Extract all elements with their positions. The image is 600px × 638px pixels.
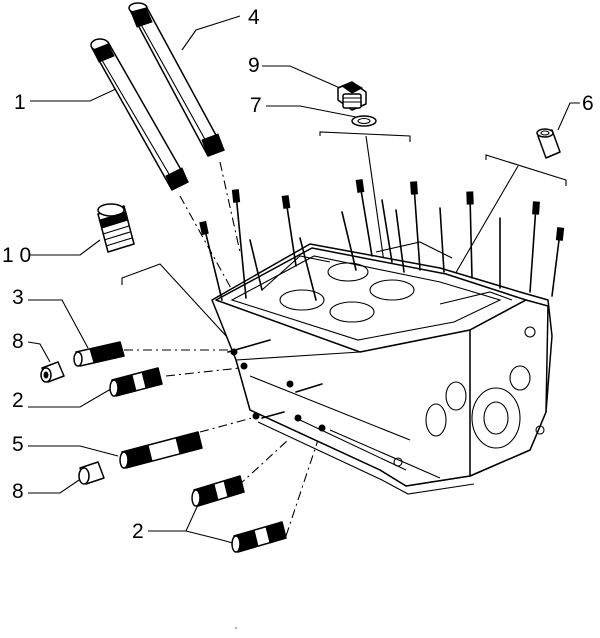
callout-7: 7 [250, 94, 262, 117]
callout-5: 5 [12, 433, 24, 456]
leader-8-upper [27, 341, 51, 363]
callout-10: 1 0 [2, 244, 31, 267]
stud-short [73, 341, 125, 367]
leader-9 [262, 65, 341, 89]
washer [351, 115, 377, 127]
engine-block [199, 179, 565, 495]
leader-bracket-left [121, 263, 251, 363]
stud-lower-b [231, 521, 287, 553]
callout-3: 3 [12, 286, 24, 309]
leader-10 [30, 239, 101, 256]
leader-bracket-right [485, 154, 567, 186]
leader-lines [27, 15, 580, 545]
leader-7 [266, 105, 357, 118]
stud-lower-a [191, 475, 245, 507]
nut-lower [78, 461, 105, 485]
leader-2-upper [28, 385, 117, 408]
scan-speck [235, 627, 237, 629]
callout-8-upper: 8 [12, 330, 24, 353]
stud-upper [109, 367, 163, 397]
leader-top-pointer [365, 135, 385, 263]
threaded-plug [97, 203, 135, 253]
pushrod-right [128, 2, 225, 157]
leader-5 [28, 445, 119, 457]
dowel-sleeve [536, 128, 561, 159]
leader-8-lower [28, 477, 83, 494]
leader-1 [30, 87, 119, 102]
callout-2-upper: 2 [12, 389, 24, 412]
leader-bracket-top [319, 131, 411, 142]
leader-4 [181, 15, 241, 51]
pushrod-left [90, 38, 189, 191]
callout-9: 9 [248, 54, 260, 77]
leader-2-lower-b [185, 530, 237, 545]
callout-4: 4 [248, 6, 260, 29]
callout-1: 1 [14, 91, 26, 114]
callout-2-lower: 2 [132, 520, 144, 543]
leader-6 [557, 102, 580, 131]
callout-8-lower: 8 [12, 480, 24, 503]
stud-long [119, 431, 203, 469]
assembly-axis-lines [124, 161, 319, 537]
nut-upper [40, 361, 65, 383]
callout-6: 6 [582, 92, 594, 115]
hex-plug [337, 81, 367, 111]
leader-3 [28, 299, 89, 349]
